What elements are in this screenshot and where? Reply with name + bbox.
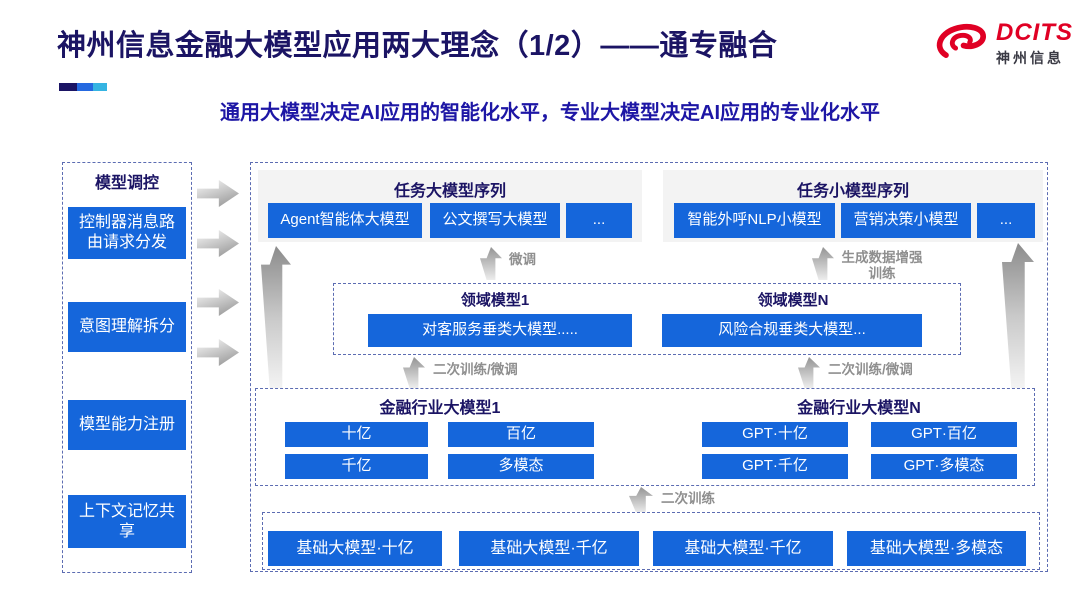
model-control-title: 模型调控: [94, 175, 159, 192]
industry-model-n-item: GPT·千亿: [702, 454, 848, 479]
industry-model-1-title: 金融行业大模型1: [379, 400, 501, 417]
domain-model-n-title: 领域模型N: [757, 292, 829, 309]
industry-model-n-item: GPT·多模态: [871, 454, 1017, 479]
base-model-item: 基础大模型·十亿: [268, 531, 442, 566]
sidebar-item-context: 上下文记忆共享: [68, 495, 186, 548]
industry-model-1-item: 十亿: [285, 422, 428, 447]
industry-model-n-item: GPT·十亿: [702, 422, 848, 447]
task-small-model-item: 智能外呼NLP小模型: [674, 203, 835, 238]
task-large-model-title: 任务大模型序列: [393, 183, 506, 200]
gen-data-label: 生成数据增强训练: [841, 250, 923, 282]
task-large-model-item: 公文撰写大模型: [430, 203, 560, 238]
task-small-model-title: 任务小模型序列: [796, 183, 909, 200]
base-model-item: 基础大模型·千亿: [459, 531, 639, 566]
secondary-train-finetune-label: 二次训练/微调: [828, 362, 913, 377]
secondary-train-finetune-label: 二次训练/微调: [433, 362, 518, 377]
base-model-item: 基础大模型·千亿: [653, 531, 833, 566]
sidebar-item-intent: 意图理解拆分: [68, 302, 186, 352]
dcits-logo-swirl-icon: [932, 20, 988, 69]
dcits-logo: DCITS 神州信息: [932, 20, 1073, 69]
sidebar-item-capability: 模型能力注册: [68, 400, 186, 450]
flow-right-arrow-icon: [197, 180, 239, 207]
title-underline-segment: [59, 83, 77, 91]
title-underline-segment: [77, 83, 93, 91]
logo-brand-text: DCITS: [996, 19, 1073, 46]
page-subtitle: 通用大模型决定AI应用的智能化水平，专业大模型决定AI应用的专业化水平: [220, 102, 880, 124]
base-model-item: 基础大模型·多模态: [847, 531, 1026, 566]
industry-model-1-item: 百亿: [448, 422, 594, 447]
domain-model-n-item: 风险合规垂类大模型...: [662, 314, 922, 347]
domain-model-1-item: 对客服务垂类大模型.....: [368, 314, 632, 347]
flow-right-arrow-icon: [197, 230, 239, 257]
page-title: 神州信息金融大模型应用两大理念（1/2）——通专融合: [57, 30, 778, 62]
task-large-model-item: Agent智能体大模型: [268, 203, 422, 238]
industry-model-1-item: 千亿: [285, 454, 428, 479]
title-underline-segment: [93, 83, 107, 91]
domain-model-1-title: 领域模型1: [460, 292, 530, 309]
logo-brand-cn-text: 神州信息: [996, 50, 1064, 66]
industry-model-n-item: GPT·百亿: [871, 422, 1017, 447]
flow-right-arrow-icon: [197, 289, 239, 316]
flow-right-arrow-icon: [197, 339, 239, 366]
industry-model-1-item: 多模态: [448, 454, 594, 479]
task-small-model-item: 营销决策小模型: [841, 203, 971, 238]
industry-model-n-title: 金融行业大模型N: [797, 400, 921, 417]
task-large-model-item: ...: [566, 203, 632, 238]
task-small-model-item: ...: [977, 203, 1035, 238]
finetune-label: 微调: [509, 252, 536, 267]
sidebar-item-router: 控制器消息路由请求分发: [68, 207, 186, 259]
secondary-train-label: 二次训练: [661, 491, 715, 506]
